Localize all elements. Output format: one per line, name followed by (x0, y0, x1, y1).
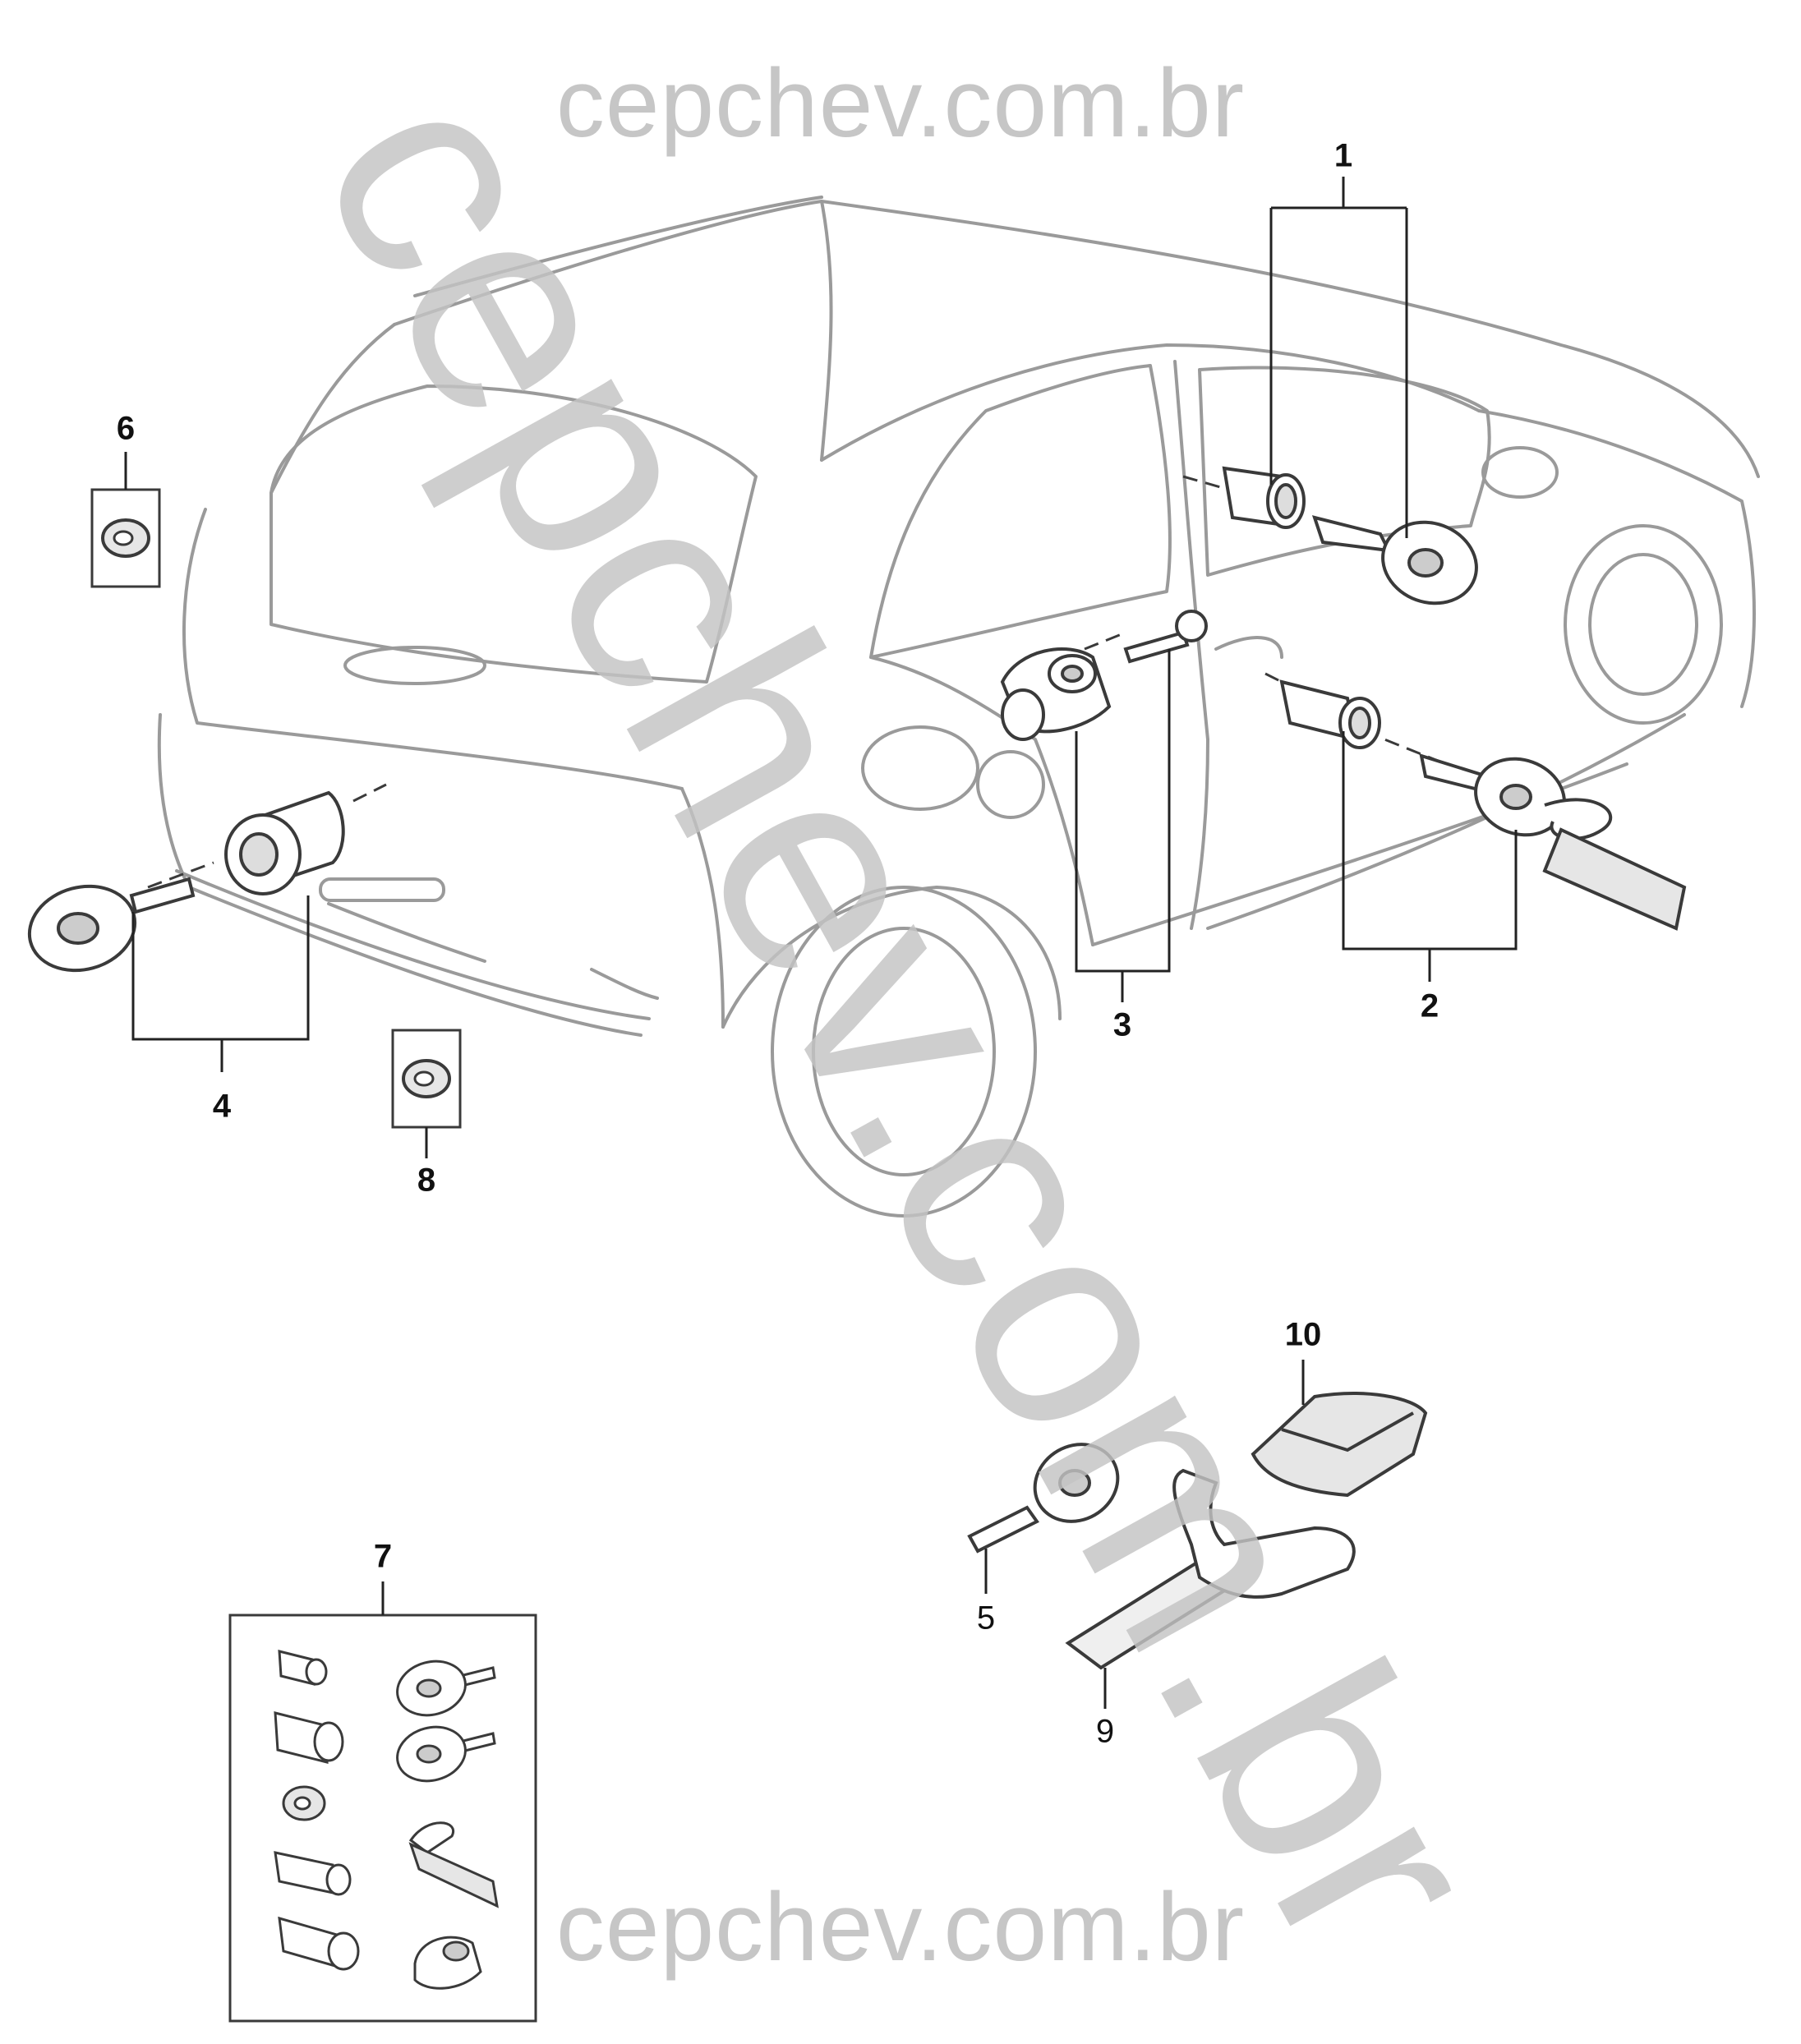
callout-7: 7 (373, 1538, 393, 1575)
watermark-bottom: cepchev.com.br (555, 1873, 1246, 1982)
callout-2: 2 (1420, 987, 1439, 1024)
part-10-key-cover (1251, 1392, 1428, 1498)
part-5-key (967, 1443, 1120, 1554)
callout-9: 9 (1095, 1713, 1115, 1750)
callout-4: 4 (212, 1088, 232, 1125)
part-9-key-blank (1065, 1468, 1356, 1670)
part-8-washer (391, 1029, 462, 1129)
part-1-door-lock-set (1222, 466, 1478, 605)
watermark-top: cepchev.com.br (555, 49, 1246, 158)
callout-3: 3 (1112, 1006, 1132, 1043)
callout-10: 10 (1284, 1316, 1322, 1353)
part-4-tailgate-lock-set (27, 790, 345, 973)
part-7-lock-kit (228, 1614, 537, 2023)
callout-5: 5 (976, 1600, 996, 1637)
callout-1: 1 (1333, 137, 1353, 174)
callout-leaders (124, 177, 1518, 1709)
part-6-washer (90, 488, 161, 588)
part-3-fuel-cap-lock-set (1000, 610, 1208, 741)
part-2-door-lock-set (1279, 679, 1687, 931)
callout-8: 8 (417, 1162, 436, 1199)
callout-6: 6 (116, 410, 136, 447)
